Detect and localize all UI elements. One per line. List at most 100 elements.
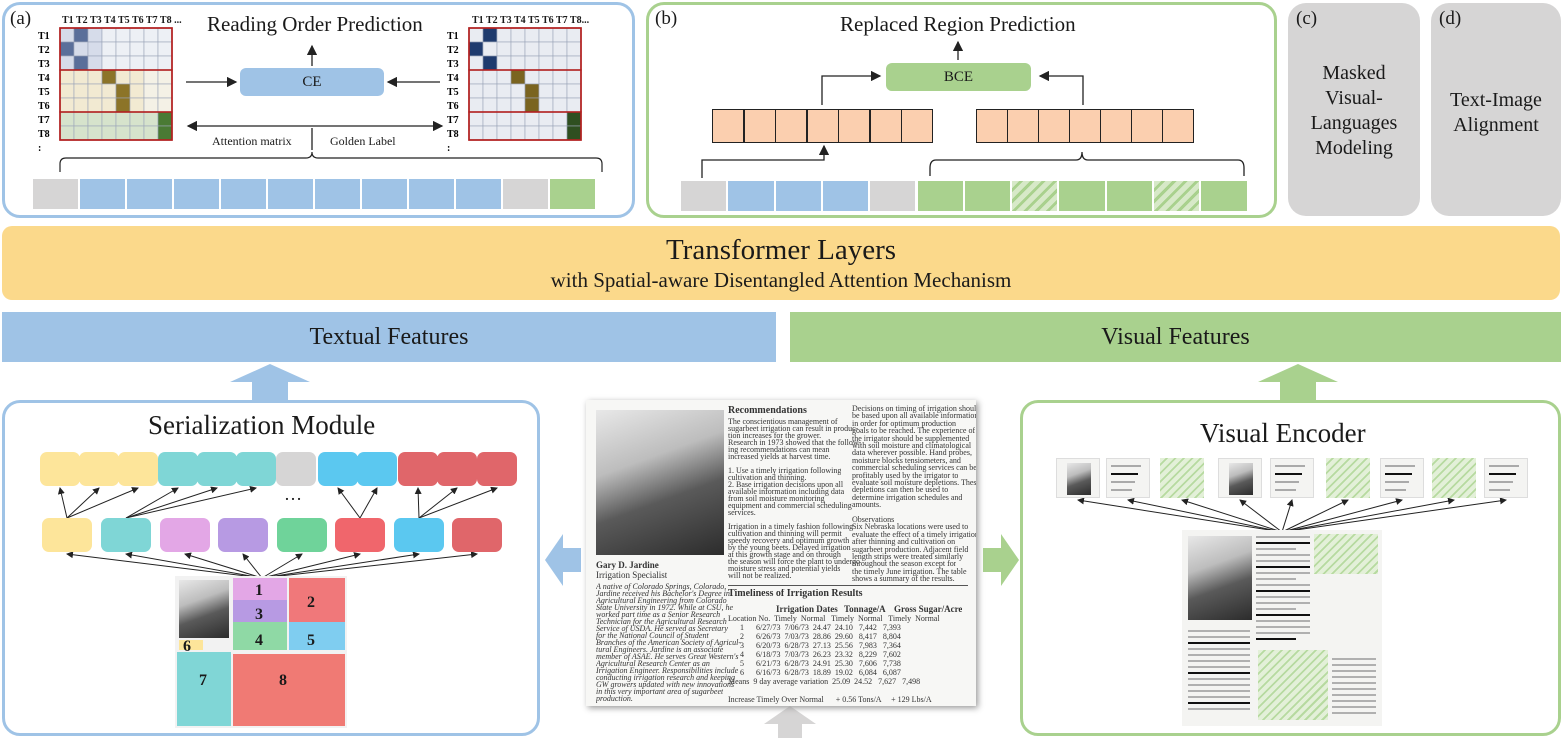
matrix-row-label: T7: [38, 115, 50, 126]
token-b-7: [1011, 180, 1059, 212]
matrix-row-label: T1: [447, 31, 459, 42]
encoder-bio-line: [1188, 648, 1250, 650]
encoder-bio-line: [1188, 708, 1250, 710]
col1-line: the season will force the plant to under…: [728, 557, 861, 566]
table-row: 4 6/18/73 7/03/73 26.23 23.32 8,229 7,60…: [728, 650, 901, 659]
thumbnail-photo: [179, 580, 229, 638]
bio-line: tural Engineers. Jardine is an associate: [596, 645, 724, 654]
encoder-table-line: [1332, 688, 1376, 690]
visual-encoder-arrows: [1077, 497, 1507, 533]
bio-line: conducting irrigation research and keepi…: [596, 673, 735, 682]
visual-patch-1: [1106, 458, 1150, 498]
bottom-up-arrow: [764, 706, 816, 738]
ser-token-7: [318, 452, 358, 486]
encoder-table-line: [1332, 658, 1376, 660]
panel-c-line3: Languages: [1310, 112, 1398, 134]
region-number-4: 4: [255, 632, 263, 649]
col1-line: Research in 1973 showed that the follow-: [728, 438, 862, 447]
col1-line: at this growth stage and on through: [728, 550, 841, 559]
col2-line: profitably used by the irrigator to: [852, 470, 959, 480]
token-brace: [59, 151, 603, 172]
col1-line: services.: [728, 508, 756, 517]
bio-line: Technician for the Agricultural Research: [596, 617, 727, 626]
patch-text-line: [1275, 489, 1296, 491]
encoder-text-line: [1256, 596, 1310, 598]
encoder-text-line: [1256, 572, 1310, 574]
panel-d-line1: Text-Image: [1450, 89, 1542, 111]
matrix-row-label: T5: [447, 87, 459, 98]
col1-line: Irrigation in a timely fashion following: [728, 522, 854, 531]
patch-text-line: [1275, 473, 1302, 475]
col2-line: Observations: [852, 515, 895, 524]
golden-label-label: Golden Label: [330, 134, 396, 148]
patch-photo: [1067, 463, 1091, 495]
label-value-2: [1038, 109, 1070, 143]
token-a-10: [502, 178, 549, 210]
matrix-row-label: T8: [447, 129, 459, 140]
token-b-10: [1153, 180, 1201, 212]
ser-arrow: [242, 553, 263, 579]
encoder-table-line: [1332, 664, 1376, 666]
matrix-row-label: T2: [38, 45, 50, 56]
attention-matrix-label: Attention matrix: [212, 134, 292, 148]
encoder-text-line: [1256, 578, 1296, 580]
ser-token-0: [40, 452, 80, 486]
token-b-1: [727, 180, 775, 212]
reading-order-title: Reading Order Prediction: [207, 12, 423, 36]
bio-line: for the National Council of Student: [596, 631, 709, 640]
replaced-region-title: Replaced Region Prediction: [840, 12, 1076, 36]
ser-arrow: [125, 487, 179, 519]
encoder-text-line: [1256, 608, 1296, 610]
serialization-ellipsis: …: [284, 484, 302, 504]
matrix-row-label: T5: [38, 87, 50, 98]
document-heading: Recommendations: [728, 406, 807, 416]
token-b-9: [1105, 180, 1153, 212]
matrix-row-label: :: [38, 143, 41, 154]
matrix-row-label: T3: [38, 59, 50, 70]
token-b-0: [680, 180, 728, 212]
panel-d-label: (d): [1439, 8, 1462, 29]
visual-patch-0: [1056, 458, 1100, 498]
encoder-text-line: [1256, 620, 1310, 622]
matrix-row-label: T6: [38, 101, 50, 112]
ser-arrow: [261, 551, 478, 579]
ser-token-4: [197, 452, 237, 486]
ser-arrow: [261, 551, 420, 579]
encoder-table-line: [1332, 676, 1376, 678]
col1-line: by the young beets. Delayed irrigation: [728, 543, 851, 552]
token-b-6: [963, 180, 1012, 212]
region-number-6: 6: [183, 638, 191, 655]
ser-arrow: [184, 552, 263, 579]
encoder-table-line: [1332, 700, 1376, 702]
ser-token-6: [276, 452, 316, 486]
pred-value-3: [806, 109, 839, 143]
encoder-table-line: [1332, 670, 1376, 672]
arrow-line: [1038, 70, 1084, 105]
panel-b-arrows: [701, 40, 1245, 178]
right-arrow: [983, 534, 1019, 586]
token-b-11: [1200, 180, 1248, 212]
visual-up-arrow: [1258, 364, 1338, 400]
region-2: [289, 578, 345, 622]
ser-arrow: [337, 487, 361, 519]
token-a-0: [32, 178, 79, 210]
panel-c-line2: Visual-: [1325, 87, 1383, 109]
panel-masked-visual-language: [1288, 3, 1420, 216]
encoder-masked-region-2: [1258, 650, 1328, 720]
col1-line: will not be realized.: [728, 571, 792, 580]
token-a-9: [455, 178, 502, 210]
encoder-photo: [1188, 536, 1252, 620]
bio-line: A native of Colorado Springs, Colorado,: [596, 582, 727, 591]
col2-line: the irrigator should be supplemented: [852, 433, 970, 443]
visual-patch-5: [1326, 458, 1370, 498]
bio-line: in this very important area of sugarbeet: [596, 687, 724, 696]
col2-line: data wherever possible. Hand probes,: [852, 448, 972, 458]
panel-a-arrows: [59, 44, 603, 172]
col1-line: equipment and commercial scheduling: [728, 501, 852, 510]
bio-line: worked part time as a Senior Research: [596, 610, 721, 619]
ser-token-3: [158, 452, 198, 486]
ve-arrow: [1281, 497, 1507, 533]
table-header-sugar: Gross Sugar/Acre: [894, 604, 963, 614]
col1-line: speedy recovery and optimum growth: [728, 536, 850, 545]
panel-c-line1: Masked: [1322, 62, 1386, 84]
